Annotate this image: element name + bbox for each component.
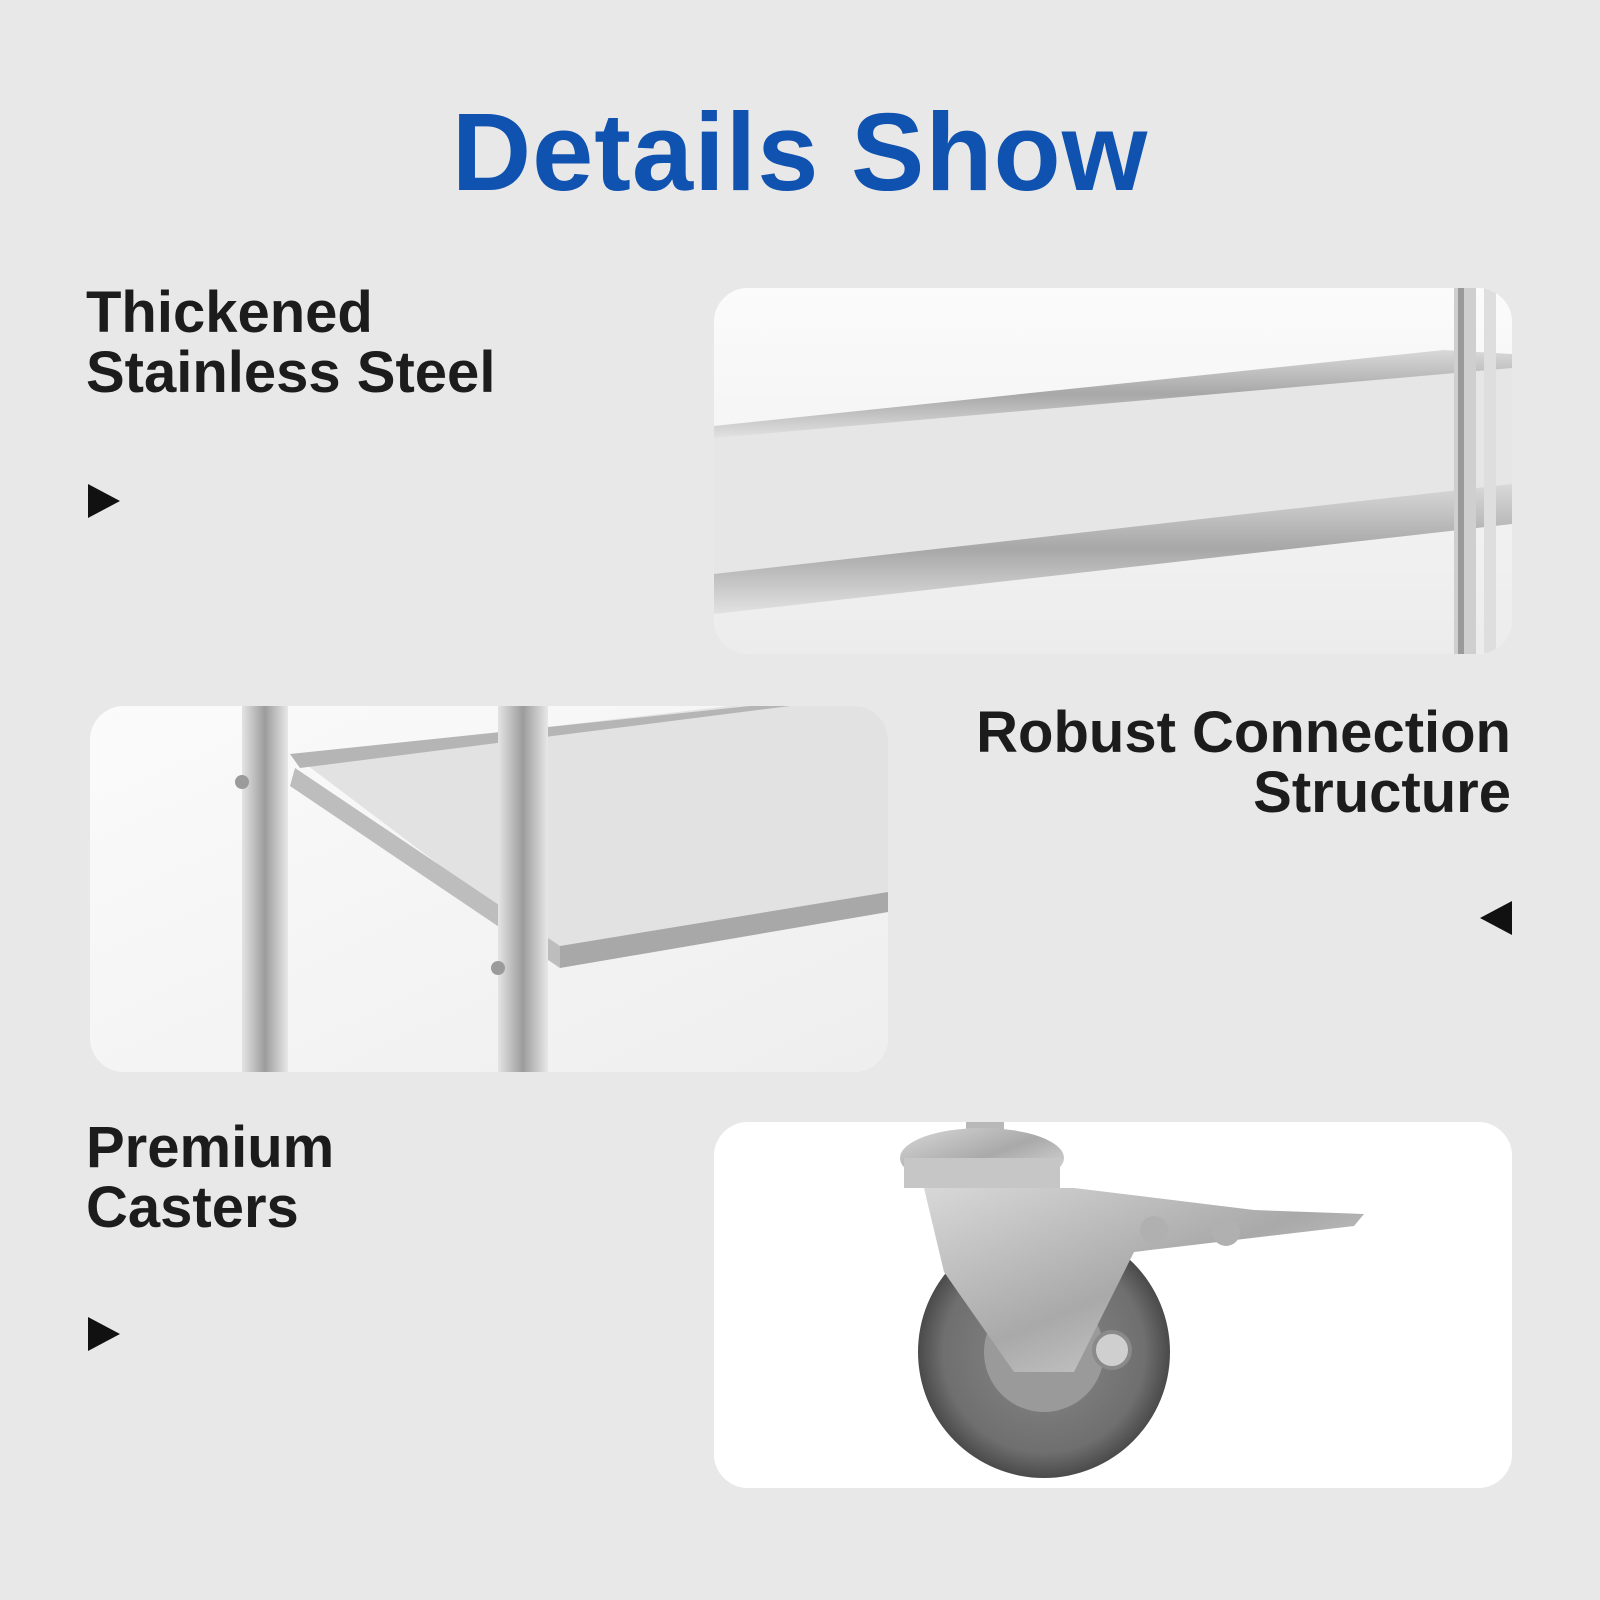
page-title: Details Show — [451, 91, 1149, 214]
feature-robust-connection-label: Robust Connection Structure — [976, 703, 1511, 823]
feature-thickened-steel-label: Thickened Stainless Steel — [86, 283, 495, 403]
connection-structure-photo — [90, 706, 888, 1072]
feature-line: Casters — [86, 1175, 299, 1240]
triangle-right-icon — [88, 1317, 120, 1351]
feature-line: Structure — [1253, 760, 1511, 825]
feature-line: Stainless Steel — [86, 340, 496, 405]
triangle-right-icon — [88, 484, 120, 518]
stainless-steel-shelf-photo — [714, 288, 1512, 654]
feature-line: Premium — [86, 1115, 335, 1180]
feature-line: Thickened — [86, 280, 373, 345]
feature-line: Robust Connection — [976, 700, 1511, 765]
caster-wheel-photo — [714, 1122, 1512, 1488]
triangle-left-icon — [1480, 901, 1512, 935]
feature-premium-casters-label: Premium Casters — [86, 1118, 334, 1238]
